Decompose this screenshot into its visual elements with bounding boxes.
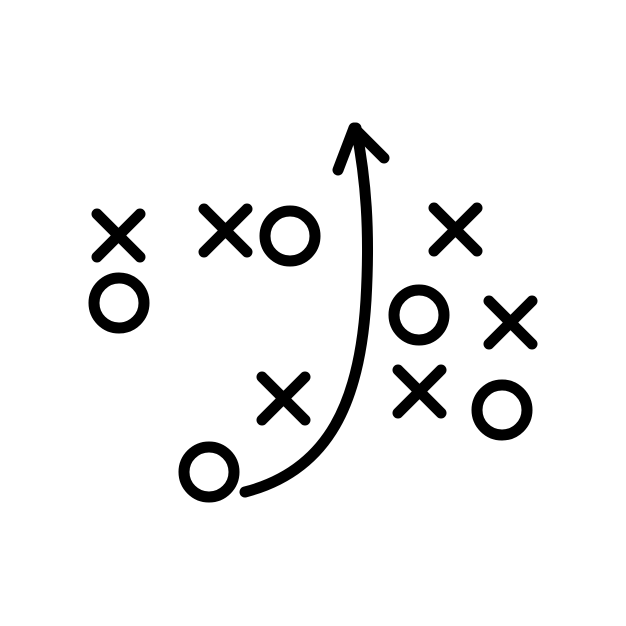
x-mark-icon bbox=[392, 364, 447, 419]
o-mark-icon bbox=[259, 205, 321, 267]
o-mark-icon bbox=[471, 379, 533, 441]
route-arrow-icon bbox=[239, 122, 390, 498]
x-mark-icon bbox=[483, 295, 538, 350]
x-mark-icon bbox=[428, 202, 483, 257]
x-mark-icon bbox=[256, 371, 311, 426]
x-mark-icon bbox=[91, 208, 146, 263]
o-mark-icon bbox=[88, 272, 150, 334]
x-mark-icon bbox=[198, 203, 253, 258]
o-mark-icon bbox=[178, 441, 240, 503]
o-mark-icon bbox=[388, 284, 450, 346]
